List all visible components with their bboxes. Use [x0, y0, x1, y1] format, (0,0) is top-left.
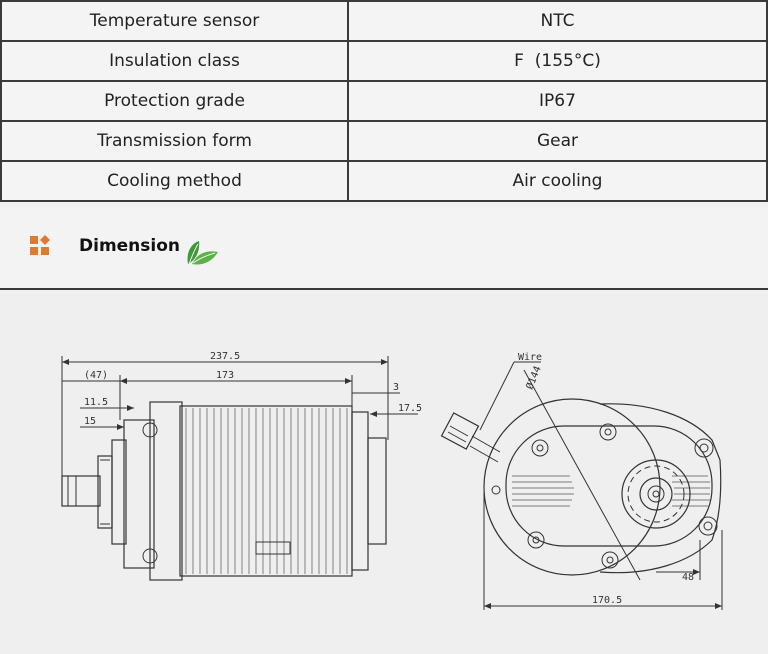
- dim-width: 170.5: [592, 595, 622, 606]
- table-row: Temperature sensor NTC: [0, 0, 768, 42]
- table-row: Cooling method Air cooling: [0, 160, 768, 202]
- dim-shaft-extension: (47): [84, 370, 108, 381]
- technical-drawing: 237.5 (47) 173 3 17.5 11.5: [61, 351, 723, 610]
- table-row: Insulation class F (155°C): [0, 40, 768, 82]
- spec-value: F (155°C): [347, 40, 768, 82]
- dim-rear-gap: 3: [393, 382, 399, 393]
- dim-flange-b: 15: [84, 416, 96, 427]
- spec-label: Protection grade: [0, 80, 349, 122]
- side-view: 237.5 (47) 173 3 17.5 11.5: [61, 351, 422, 581]
- front-view: Wire Ø144: [440, 352, 723, 610]
- spec-label: Temperature sensor: [0, 0, 349, 42]
- spec-table: Temperature sensor NTC Insulation class …: [0, 0, 768, 202]
- spec-value: IP67: [347, 80, 768, 122]
- spec-value: NTC: [347, 0, 768, 42]
- table-row: Transmission form Gear: [0, 120, 768, 162]
- dim-rear-boss: 17.5: [398, 403, 422, 414]
- wire-label: Wire: [518, 352, 542, 363]
- table-row: Protection grade IP67: [0, 80, 768, 122]
- dim-body-length: 173: [216, 370, 234, 381]
- leaf-icon: [187, 241, 218, 265]
- dim-flange-a: 11.5: [84, 397, 108, 408]
- spec-value: Air cooling: [347, 160, 768, 202]
- spec-value: Gear: [347, 120, 768, 162]
- section-title: Dimension: [79, 236, 181, 256]
- dimension-drawing: 237.5 (47) 173 3 17.5 11.5: [0, 290, 768, 654]
- dimension-header: Dimension: [0, 208, 768, 290]
- spec-label: Insulation class: [0, 40, 349, 82]
- spec-label: Transmission form: [0, 120, 349, 162]
- spec-label: Cooling method: [0, 160, 349, 202]
- dim-offset: 48: [682, 572, 694, 583]
- shapes-icon: [30, 235, 50, 255]
- dim-overall-length: 237.5: [210, 351, 240, 362]
